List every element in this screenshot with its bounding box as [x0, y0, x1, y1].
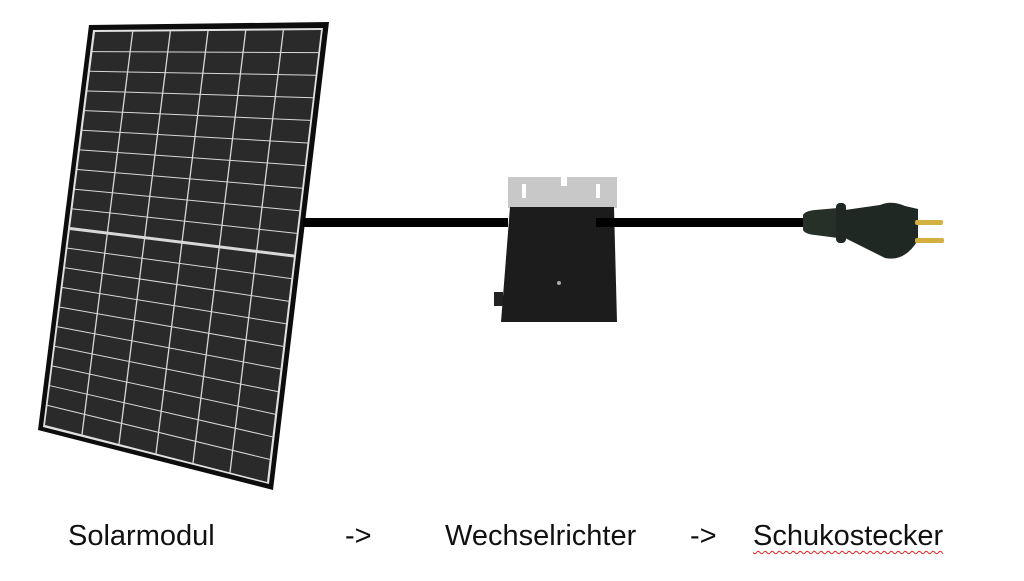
panel-row-line: [62, 286, 286, 325]
panel-row-line: [79, 149, 305, 167]
panel-grid: [47, 30, 319, 473]
panel-row-line: [82, 129, 308, 144]
panel-row-line: [74, 188, 300, 212]
plug-pin-top: [915, 220, 943, 225]
panel-row-line: [52, 365, 276, 415]
inverter: [494, 176, 617, 322]
panel-row-line: [64, 267, 289, 302]
label-plug: Schukostecker: [753, 520, 944, 552]
panel-split-line: [69, 227, 295, 258]
label-inverter: Wechselrichter: [445, 520, 637, 552]
panel-row-line: [59, 306, 284, 347]
arrow-1: ->: [345, 520, 372, 552]
status-led: [557, 281, 561, 285]
panel-row-line: [92, 51, 319, 54]
arrow-2: ->: [690, 520, 717, 552]
panel-row-line: [84, 110, 311, 121]
panel-row-line: [47, 404, 270, 460]
cable-inverter-to-plug: [596, 218, 806, 227]
schuko-plug: [803, 202, 944, 259]
plug-collar: [836, 203, 846, 243]
plug-strain-relief: [803, 208, 838, 238]
plug-body: [845, 202, 918, 259]
panel-row-line: [87, 90, 313, 99]
mounting-bracket: [508, 177, 617, 208]
label-solar-module: Solarmodul: [68, 520, 215, 552]
cable-panel-to-inverter: [303, 218, 508, 227]
bracket-notch: [561, 176, 567, 186]
inverter-connector: [494, 292, 503, 306]
panel-row-line: [89, 70, 316, 76]
panel-row-line: [49, 385, 273, 438]
panel-cells: [45, 30, 321, 482]
inverter-body: [501, 207, 617, 322]
plug-pin-bottom: [915, 238, 944, 243]
panel-row-line: [57, 326, 281, 370]
panel-row-line: [54, 345, 278, 393]
solar-panel: [38, 22, 329, 490]
panel-row-line: [72, 208, 297, 234]
panel-row-line: [67, 247, 292, 280]
panel-row-line: [77, 169, 303, 189]
